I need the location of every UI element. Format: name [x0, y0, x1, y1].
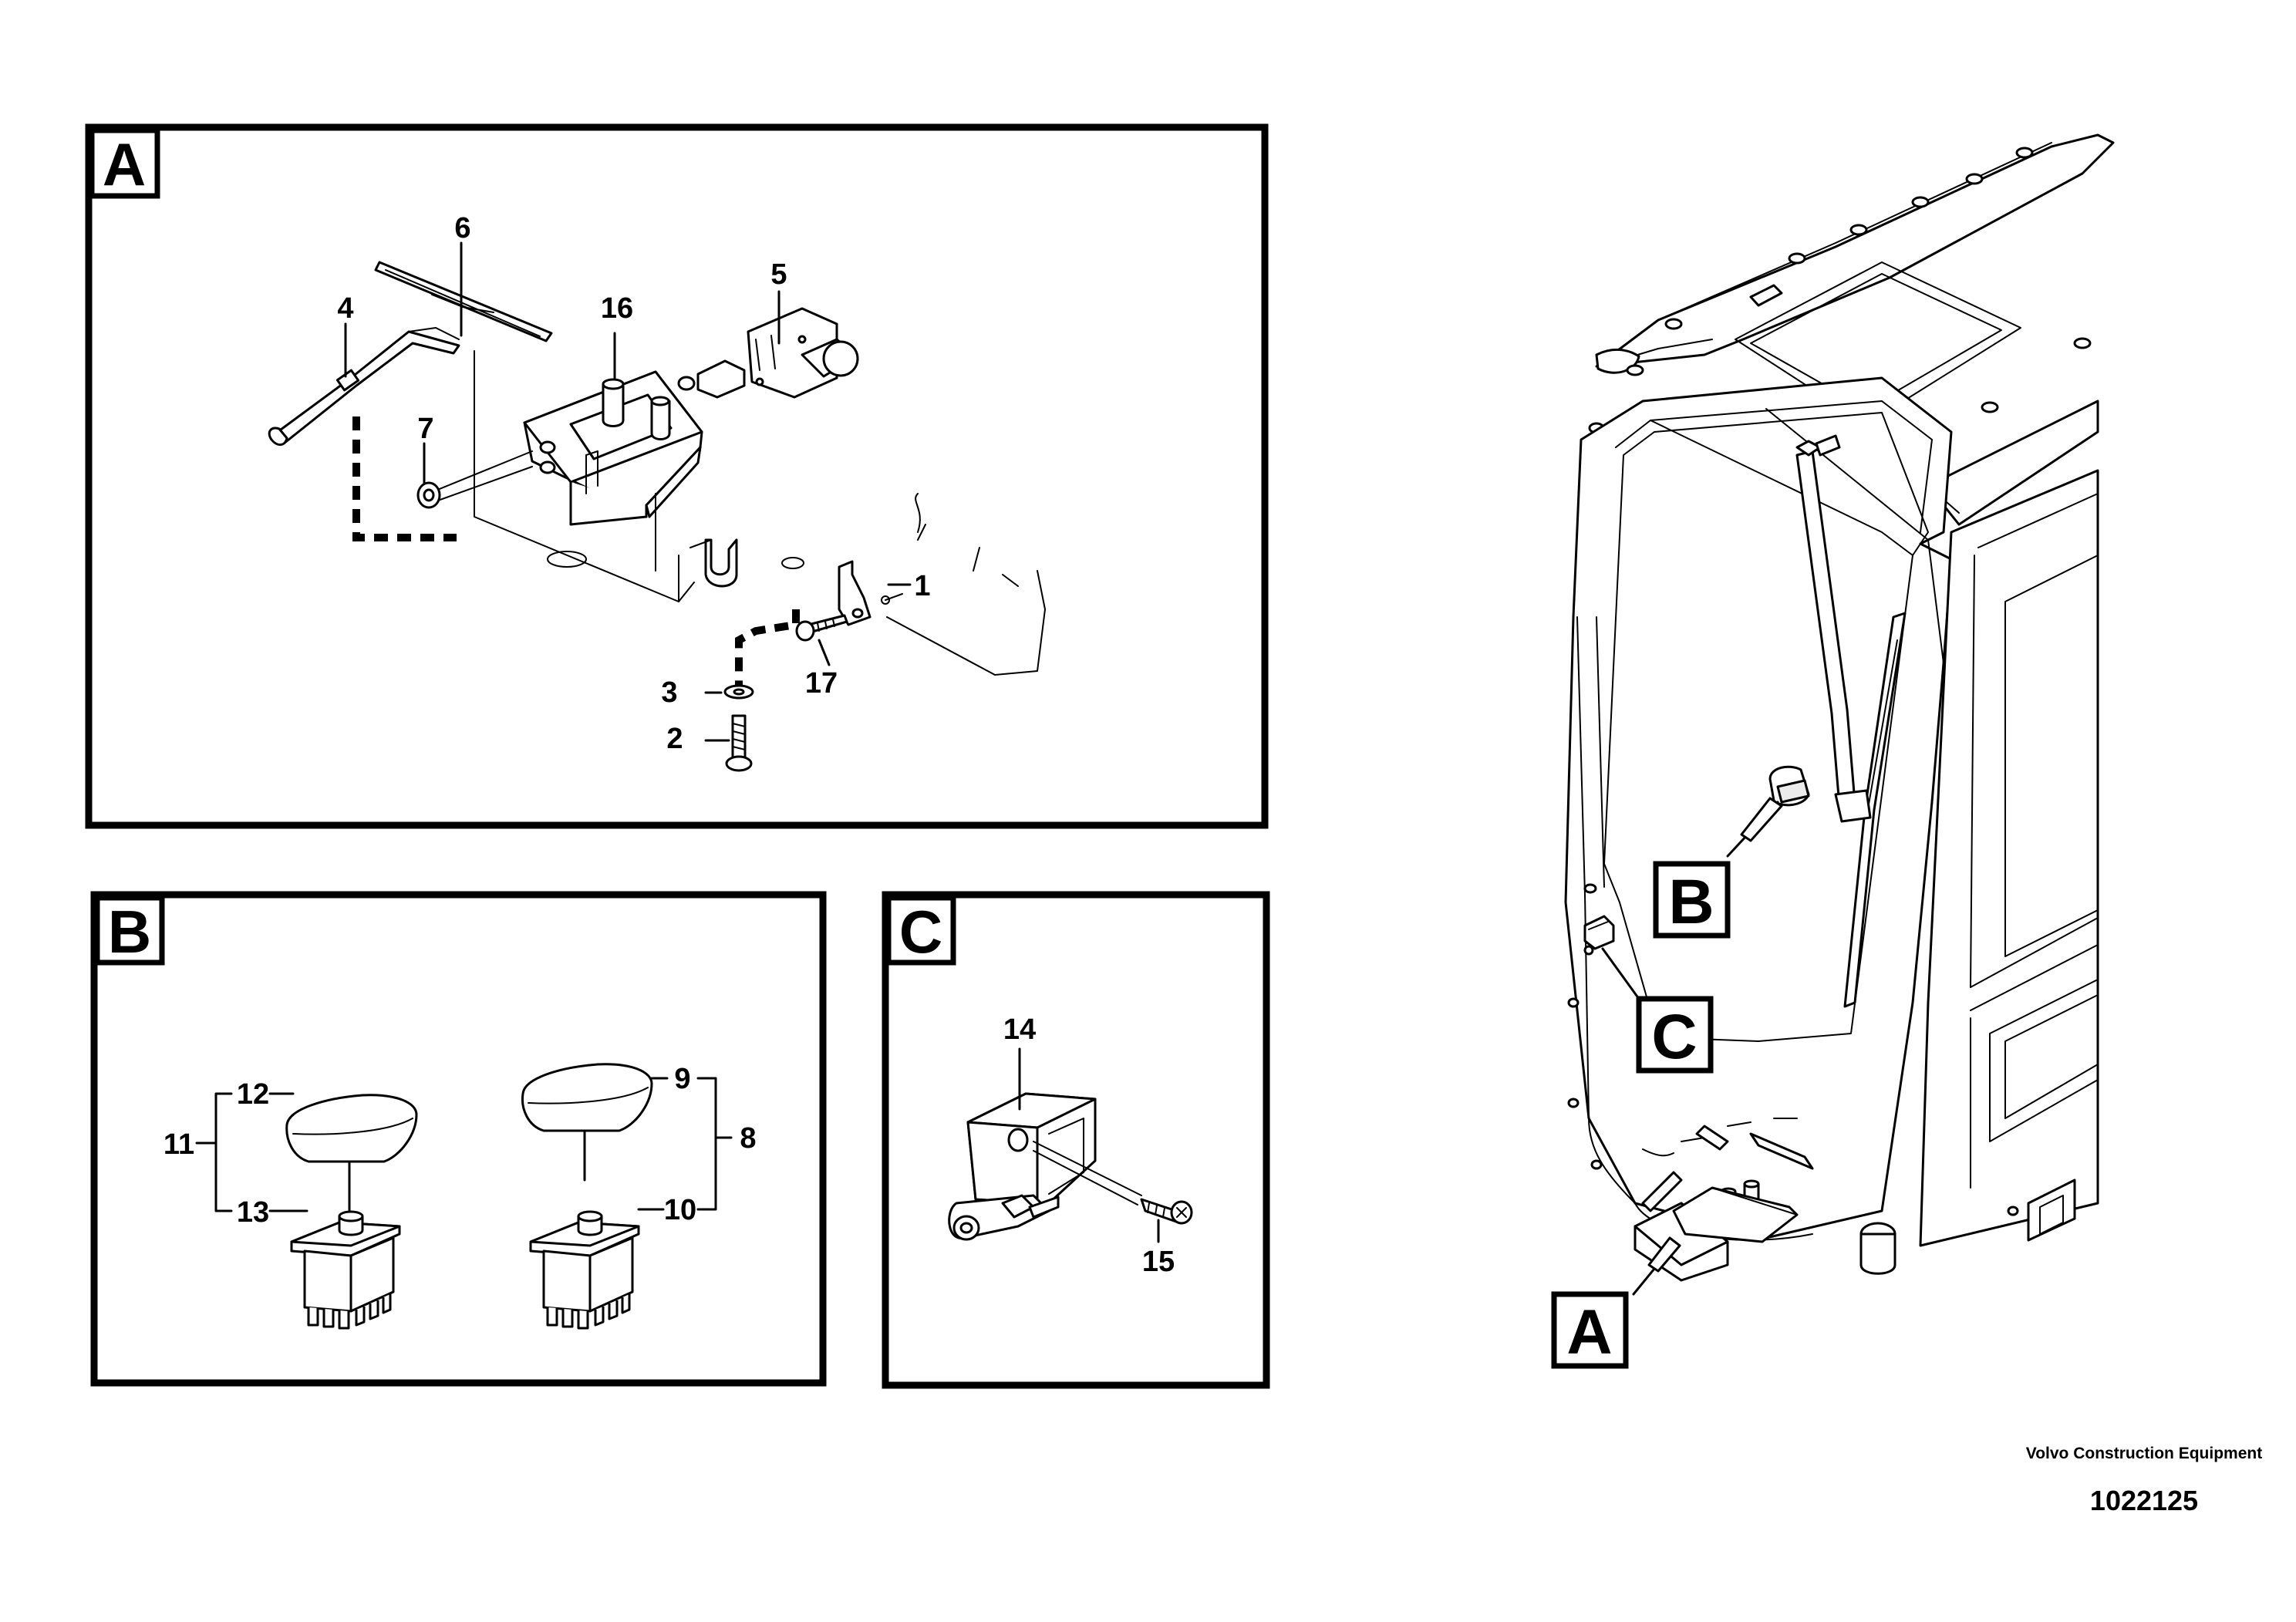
screw-link-dashed: [735, 609, 800, 686]
callout-b: B: [1653, 861, 1731, 939]
part-number-11: 11: [164, 1128, 194, 1161]
callout-c-label: C: [1651, 1002, 1697, 1072]
part-number-9: 9: [674, 1063, 690, 1095]
panel-a-tag: A: [103, 130, 146, 198]
company-name: Volvo Construction Equipment: [2025, 1445, 2263, 1462]
cab-holder-c: [1583, 915, 1615, 956]
wiper-arm: [268, 327, 460, 446]
panel-c-tag: C: [899, 898, 942, 966]
leaders-c: [1018, 1047, 1160, 1243]
part-number-17: 17: [805, 667, 838, 700]
callout-a-label: A: [1566, 1297, 1612, 1367]
panel-c: C 14 15: [882, 891, 1270, 1389]
part-number-4: 4: [337, 292, 353, 325]
switch-left: [285, 1094, 418, 1330]
screw: [725, 714, 753, 772]
wiper-motor: [677, 307, 859, 399]
panel-b-tag: B: [108, 898, 151, 966]
leaders-a: [344, 241, 912, 742]
small-bracket: [838, 560, 903, 626]
part-number-2: 2: [666, 723, 683, 755]
part-number-5: 5: [770, 258, 787, 291]
part-number-13: 13: [237, 1196, 269, 1229]
bracket-studs: [602, 378, 671, 440]
switch-right: [521, 1063, 653, 1330]
part-number-3: 3: [661, 676, 677, 709]
part-number-10: 10: [664, 1194, 696, 1226]
callout-leaders: [1601, 797, 1783, 1296]
part-number-12: 12: [237, 1078, 269, 1111]
arm-link-dashed: [352, 416, 457, 541]
cab-overview: [1564, 133, 2115, 1296]
roof-bolts: [1588, 147, 2092, 434]
switch-holder: [948, 1092, 1142, 1241]
bracket-bolt: [795, 614, 848, 642]
part-number-7: 7: [417, 413, 433, 445]
part-number-1: 1: [914, 570, 930, 602]
mount-bolt: [416, 450, 533, 509]
callout-b-label: B: [1668, 867, 1714, 937]
cab-wall-outline: [474, 350, 1046, 676]
callout-a: A: [1551, 1291, 1629, 1369]
leaders-b: [195, 1077, 733, 1212]
callout-c: C: [1636, 996, 1714, 1074]
part-number-6: 6: [454, 212, 470, 244]
cab-wiper: [1795, 434, 1907, 1008]
part-number-15: 15: [1142, 1246, 1175, 1278]
cab-bracket-a: [1633, 1125, 1814, 1282]
self-tapping-screw: [1140, 1198, 1193, 1225]
washer: [723, 684, 754, 700]
cab-switch-b: [1768, 765, 1810, 807]
part-number-8: 8: [740, 1122, 756, 1155]
document-number: 1022125: [2089, 1485, 2199, 1516]
part-number-16: 16: [601, 292, 633, 325]
u-clip: [689, 538, 738, 588]
part-number-14: 14: [1003, 1013, 1036, 1046]
wiper-blade: [374, 261, 553, 342]
panel-a: A: [85, 123, 1269, 829]
panel-b: B: [90, 891, 827, 1387]
